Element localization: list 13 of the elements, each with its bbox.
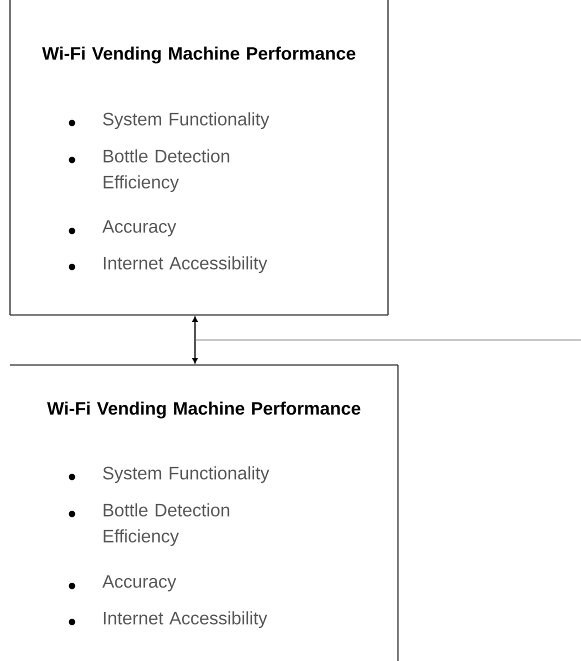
bullet-text: Accuracy: [102, 220, 176, 236]
bullet-text: Internet Accessibility: [104, 611, 268, 628]
bullet-text: Internet Accessibility: [104, 256, 268, 274]
bullet-text: Bottle Detection Efficiency: [104, 503, 230, 546]
open-box: [9, 0, 389, 316]
open-box: [9, 364, 399, 661]
bullet-text: System Functionality: [103, 466, 270, 484]
box-title: Wi-Fi Vending Machine Performance: [42, 46, 356, 64]
bullet-text: Accuracy: [102, 575, 176, 592]
bullet-text: System Functionality: [103, 112, 270, 130]
double-arrow: [192, 316, 198, 364]
box-title: Wi-Fi Vending Machine Performance: [47, 402, 360, 418]
bullet-text: Bottle Detection Efficiency: [104, 149, 230, 192]
